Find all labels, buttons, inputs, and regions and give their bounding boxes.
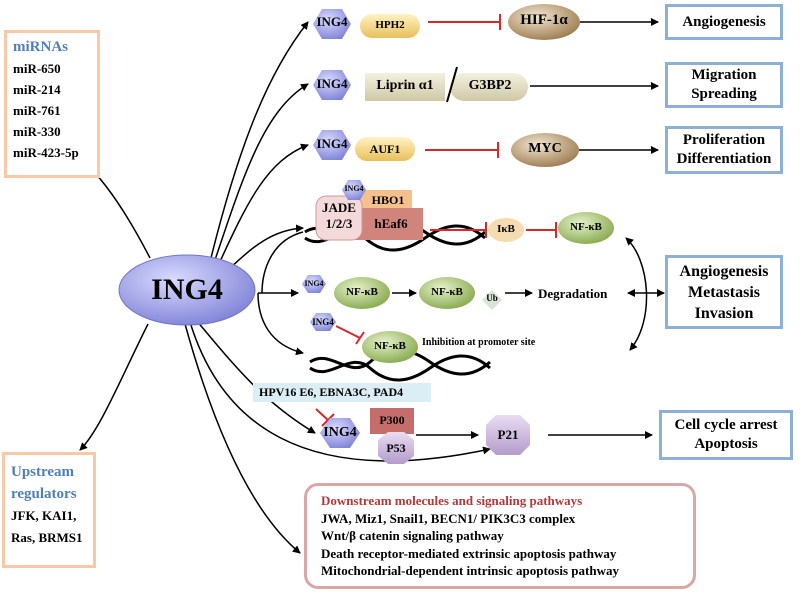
row4-nfkb-label: NF-κB (570, 221, 602, 233)
row-p53 (315, 408, 653, 464)
row6-nfkb-label: NF-κB (374, 340, 406, 352)
proliferation-label: Proliferation (682, 132, 766, 148)
row3-ing4-label: ING4 (316, 136, 348, 151)
downstream-item: Death receptor-mediated extrinsic apopto… (321, 545, 617, 561)
mirnas-box: miRNAs miR-650 miR-214 miR-761 miR-330 m… (4, 30, 100, 178)
proliferation-box: Proliferation Differentiation (665, 126, 783, 174)
row-auf1 (313, 130, 659, 167)
downstream-item: Wnt/β catenin signaling pathway (321, 528, 504, 543)
jade-label-line1: JADE (322, 200, 356, 215)
row7-ing4-label: ING4 (323, 425, 357, 440)
upstream-items-line2: Ras, BRMS1 (11, 530, 83, 545)
liprin-label: Liprin α1 (376, 78, 434, 93)
upstream-items-line1: JFK, KAI1, (11, 508, 77, 523)
spreading-label: Spreading (691, 86, 757, 102)
upstream-title-line2: regulators (11, 486, 77, 502)
jade-label-line2: 1/2/3 (325, 216, 353, 231)
migration-label: Migration (691, 67, 757, 83)
row-liprin (313, 66, 659, 103)
row5-ing4-label: ING4 (304, 279, 324, 288)
mirna-item: miR-330 (13, 124, 61, 139)
row-degradation (302, 237, 665, 351)
myc-label: MYC (528, 141, 562, 156)
apoptosis-label: Apoptosis (694, 436, 758, 452)
row-hph2 (313, 4, 659, 40)
promoter-inhibition-label: Inhibition at promoter site (422, 337, 536, 348)
downstream-item: Mitochondrial-dependent intrinsic apopto… (321, 563, 619, 578)
upstream-title-line1: Upstream (11, 464, 75, 480)
nfkb-outcome-angiogenesis: Angiogenesis (679, 262, 769, 280)
differentiation-label: Differentiation (676, 151, 772, 167)
cell-cycle-arrest-label: Cell cycle arrest (674, 417, 778, 433)
hbo1-label: HBO1 (371, 193, 405, 207)
mirnas-title: miRNAs (13, 39, 68, 55)
migration-box: Migration Spreading (665, 62, 783, 108)
mirna-item: miR-650 (13, 61, 61, 76)
row-hbo1 (304, 180, 614, 252)
jade-label: JADE 1/2/3 (316, 200, 362, 232)
mirna-item: miR-423-5p (13, 145, 79, 160)
downstream-title: Downstream molecules and signaling pathw… (321, 493, 583, 508)
upstream-box: Upstream regulators JFK, KAI1, Ras, BRMS… (2, 452, 96, 568)
hif1a-label: HIF-1α (520, 12, 568, 28)
central-arrows (67, 21, 491, 554)
ing4-central-node (118, 254, 256, 326)
auf1-label: AUF1 (369, 142, 401, 156)
row5-nfkb-b-label: NF-κB (431, 286, 463, 298)
downstream-box: Downstream molecules and signaling pathw… (304, 483, 696, 589)
cell-cycle-box: Cell cycle arrest Apoptosis (659, 410, 793, 460)
hph2-label: HPH2 (375, 19, 405, 31)
angiogenesis-label: Angiogenesis (682, 13, 766, 30)
g3bp2-label: G3BP2 (468, 78, 512, 93)
p53-label: P53 (386, 441, 406, 455)
nfkb-outcome-box: Angiogenesis Metastasis Invasion (665, 255, 783, 329)
p53-regulators-banner: HPV16 E6, EBNA3C, PAD4 (253, 383, 431, 402)
nfkb-outcome-invasion: Invasion (694, 304, 754, 322)
downstream-item: JWA, Miz1, Snail1, BECN1/ PIK3C3 complex (321, 510, 576, 526)
row5-nfkb-a-label: NF-κB (346, 286, 378, 298)
p300-label: P300 (379, 413, 405, 427)
central-ing4-label: ING4 (151, 273, 223, 306)
row1-ing4-label: ING4 (316, 14, 348, 29)
ub-label: Ub (486, 293, 498, 303)
angiogenesis-box: Angiogenesis (665, 4, 783, 40)
heaf6-label: hEaf6 (374, 216, 408, 231)
row-promoter (309, 313, 492, 382)
row4-ing4-label: ING4 (344, 184, 364, 193)
row2-ing4-label: ING4 (316, 76, 348, 91)
degradation-label: Degradation (538, 286, 608, 301)
mirna-item: miR-214 (13, 82, 61, 97)
row6-ing4-label: ING4 (312, 317, 334, 327)
p21-label: P21 (497, 427, 519, 442)
nfkb-outcome-metastasis: Metastasis (688, 283, 760, 301)
mirna-item: miR-761 (13, 103, 61, 118)
ikb-label: IκB (497, 223, 515, 235)
